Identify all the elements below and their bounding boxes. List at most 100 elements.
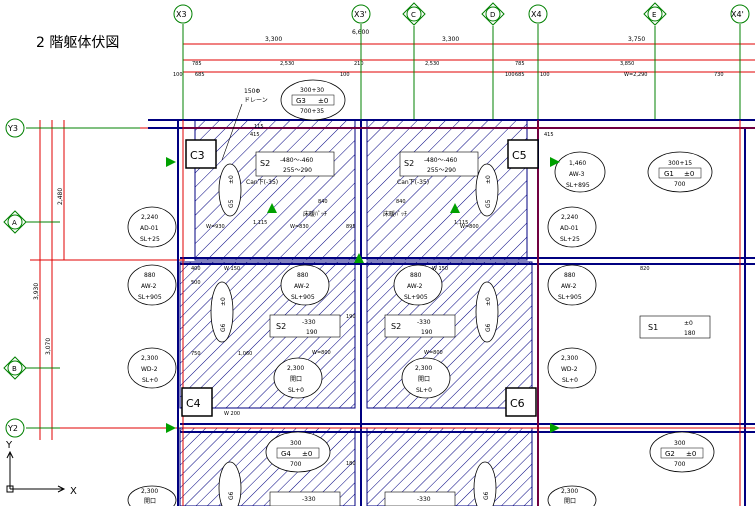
svg-text:700: 700 xyxy=(290,461,302,468)
girder-g6-bottom-left: G6 xyxy=(218,461,242,506)
svg-text:2,300: 2,300 xyxy=(287,365,304,372)
svg-text:190: 190 xyxy=(306,329,318,336)
dim-right: 3,300 xyxy=(442,36,459,43)
slab-s2b-label-bottom-left: -330 xyxy=(269,491,341,506)
slab-s2b-label-left: S2 -330 190 xyxy=(269,314,341,338)
svg-text:±0: ±0 xyxy=(686,450,696,458)
axis-x3: X3 xyxy=(173,4,193,24)
girder-g6-right: G6 ±0 xyxy=(475,281,499,343)
svg-text:X3: X3 xyxy=(176,10,187,19)
svg-text:2,300: 2,300 xyxy=(561,355,578,362)
axis-x3-prime: X3' xyxy=(351,4,371,24)
svg-text:2,300: 2,300 xyxy=(141,355,158,362)
svg-text:C5: C5 xyxy=(512,149,527,162)
svg-text:±0: ±0 xyxy=(684,320,693,327)
opening-aw2-4: 880 AW-2 SL+905 xyxy=(547,264,597,306)
column-c6: C6 xyxy=(505,387,537,417)
svg-text:SL+905: SL+905 xyxy=(291,294,315,301)
svg-text:A: A xyxy=(12,219,17,227)
dim-r2-1: 2,530 xyxy=(280,61,294,67)
axis-x4: X4 xyxy=(528,4,548,24)
axis-b: B xyxy=(3,356,27,380)
svg-text:B: B xyxy=(12,365,17,373)
misc-num-4: 840 xyxy=(318,199,328,205)
drain-note: 150Φ ドレーン xyxy=(221,88,268,161)
top-dimensions xyxy=(182,36,755,120)
opening-wd2-left: 2,300 WD-2 SL+0 xyxy=(127,347,177,389)
svg-text:SL+905: SL+905 xyxy=(138,294,162,301)
girder-g3: 300+30 G3 ±0 700+35 xyxy=(280,79,346,121)
svg-text:AW-2: AW-2 xyxy=(407,283,423,290)
svg-text:S2: S2 xyxy=(260,159,270,168)
svg-text:開口: 開口 xyxy=(564,498,576,505)
axis-y3: Y3 xyxy=(5,118,25,138)
dim-r3-2: 100 xyxy=(340,72,350,78)
opening-aw2-1: 880 AW-2 SL+905 xyxy=(127,264,177,306)
svg-text:SL+25: SL+25 xyxy=(560,236,580,243)
svg-text:±0: ±0 xyxy=(302,450,312,458)
girder-g6-bottom-right: G6 xyxy=(473,461,497,506)
svg-text:SL+25: SL+25 xyxy=(140,236,160,243)
svg-text:G4: G4 xyxy=(281,450,291,458)
svg-text:880: 880 xyxy=(410,272,422,279)
svg-text:S2: S2 xyxy=(391,322,401,331)
svg-text:X4: X4 xyxy=(531,10,542,19)
svg-text:C4: C4 xyxy=(186,397,201,410)
svg-text:D: D xyxy=(490,11,495,19)
svg-text:±0: ±0 xyxy=(228,175,235,184)
svg-text:±0: ±0 xyxy=(485,175,492,184)
dim-left-1: 3,070 xyxy=(45,338,52,355)
axis-x4-prime: X4' xyxy=(730,4,750,24)
misc-num-7: 415 xyxy=(544,132,554,138)
svg-text:SL+0: SL+0 xyxy=(288,387,304,394)
svg-text:AD-01: AD-01 xyxy=(560,225,579,232)
girder-g4: 300 G4 ±0 700 xyxy=(265,431,331,473)
svg-text:255～290: 255～290 xyxy=(427,167,456,174)
misc-num-9: 190 xyxy=(346,314,356,320)
dim-r3-1: 685 xyxy=(195,72,205,78)
svg-text:G3: G3 xyxy=(296,97,306,105)
column-c3: C3 xyxy=(185,139,217,169)
svg-text:-330: -330 xyxy=(302,496,316,503)
svg-text:X3': X3' xyxy=(354,10,367,19)
grid-lines xyxy=(26,24,741,429)
misc-num-3: 895 xyxy=(346,224,356,230)
axis-d: D xyxy=(481,2,505,26)
opening-ad01-right: 2,240 AD-01 SL+25 xyxy=(547,206,597,248)
opening-kaikou-1: 2,300 開口 SL+0 xyxy=(273,357,323,399)
misc-num-1: 1,115 xyxy=(454,220,468,226)
dim-r3-4: 685 xyxy=(515,72,525,78)
misc-num-5: 840 xyxy=(396,199,406,205)
misc-num-13: 750 xyxy=(191,351,201,357)
svg-text:SL+895: SL+895 xyxy=(566,182,590,189)
svg-text:Y2: Y2 xyxy=(7,424,18,433)
can-note-right: Can下(-35) xyxy=(397,179,429,186)
misc-num-11: 400 xyxy=(191,266,201,272)
svg-text:S1: S1 xyxy=(648,323,658,332)
svg-text:S2: S2 xyxy=(404,159,414,168)
svg-text:AW-2: AW-2 xyxy=(561,283,577,290)
svg-text:-480～-460: -480～-460 xyxy=(424,157,457,164)
can-note-left: Can下(-35) xyxy=(246,179,278,186)
svg-text:G2: G2 xyxy=(665,450,675,458)
opening-kaikou-2: 2,300 開口 SL+0 xyxy=(401,357,451,399)
svg-text:AW-2: AW-2 xyxy=(294,283,310,290)
slab-s2-label-right: S2 -480～-460 255～290 xyxy=(399,151,479,177)
misc-num-2: 1,060 xyxy=(238,351,252,357)
girder-g2: 300 G2 ±0 700 xyxy=(649,431,715,473)
opening-ad01-left: 2,240 AD-01 SL+25 xyxy=(127,206,177,248)
dim-r3-6: W=2,290 xyxy=(624,72,647,78)
opening-aw2-3: 880 AW-2 SL+905 xyxy=(393,264,443,306)
dim-r2-2: 210 xyxy=(354,61,364,67)
misc-num-0: 1,115 xyxy=(253,220,267,226)
girder-g1: 300+15 G1 ±0 700 xyxy=(647,151,713,193)
svg-text:±0: ±0 xyxy=(220,297,227,306)
misc-num-14: 820 xyxy=(640,266,650,272)
girder-g6-left: G6 ±0 xyxy=(210,281,234,343)
ucs-x-label: X xyxy=(70,486,77,497)
svg-text:2,240: 2,240 xyxy=(141,214,158,221)
svg-text:G1: G1 xyxy=(664,170,674,178)
svg-text:880: 880 xyxy=(564,272,576,279)
dim-r2-4: 785 xyxy=(515,61,525,67)
